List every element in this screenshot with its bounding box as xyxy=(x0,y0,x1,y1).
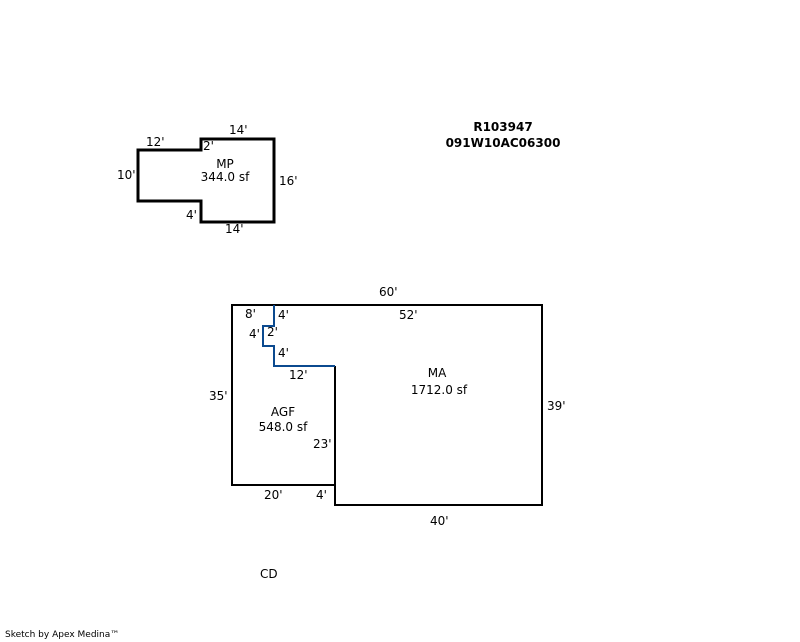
dim-label: 14' xyxy=(229,123,248,137)
mp-area: 344.0 sf xyxy=(200,170,250,184)
dim-label: 14' xyxy=(225,222,244,236)
dim-label: 39' xyxy=(547,399,566,413)
dim-label: 23' xyxy=(313,437,332,451)
cd-label: CD xyxy=(260,567,278,581)
mp-code: MP xyxy=(216,157,234,171)
dim-label: 20' xyxy=(264,488,283,502)
dim-label: 10' xyxy=(117,168,136,182)
dim-label: 2' xyxy=(267,325,278,339)
dim-label: 52' xyxy=(399,308,418,322)
ma-code: MA xyxy=(427,366,447,380)
dim-label: 35' xyxy=(209,389,228,403)
parcel-id: R103947 xyxy=(473,120,533,134)
mp-outline xyxy=(136,137,276,224)
dim-label: 4' xyxy=(186,208,197,222)
dim-label: 4' xyxy=(278,308,289,322)
dim-label: 4' xyxy=(249,327,260,341)
dim-label: 4' xyxy=(316,488,327,502)
dim-label: 12' xyxy=(146,135,165,149)
dim-label: 40' xyxy=(430,514,449,528)
dim-label: 8' xyxy=(245,307,256,321)
shared-wall xyxy=(262,305,335,367)
dim-label: 2' xyxy=(203,139,214,153)
ma-area: 1712.0 sf xyxy=(410,383,468,397)
dim-label: 60' xyxy=(379,285,398,299)
agf-area: 548.0 sf xyxy=(258,420,308,434)
dim-label: 12' xyxy=(289,368,308,382)
agf-code: AGF xyxy=(270,405,296,419)
footer-credit: Sketch by Apex Medina™ xyxy=(5,630,120,640)
map-number: 091W10AC06300 xyxy=(445,136,561,150)
dim-label: 4' xyxy=(278,346,289,360)
dim-label: 16' xyxy=(279,174,298,188)
